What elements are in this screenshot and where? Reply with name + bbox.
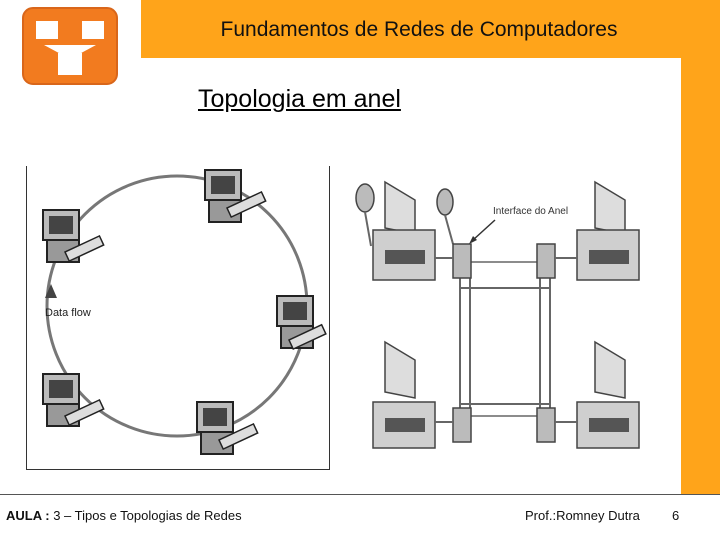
- logo-icon: [22, 7, 118, 85]
- ring-diagram: Data flow: [26, 166, 330, 470]
- header-title: Fundamentos de Redes de Computadores: [220, 18, 618, 41]
- computer-icon: [204, 169, 267, 223]
- computer-icon: [372, 340, 436, 449]
- footer-course-value: 3 – Tipos e Topologias de Redes: [53, 508, 242, 523]
- footer-professor: Prof.:Romney Dutra: [525, 508, 640, 523]
- computer-icon: [576, 340, 640, 449]
- computer-icon: [42, 209, 105, 263]
- right-accent-strip: [681, 58, 720, 495]
- page-number: 6: [672, 508, 680, 523]
- ring-interface-icon: [536, 243, 577, 279]
- computer-icon: [576, 180, 640, 281]
- computer-icon: [42, 373, 105, 427]
- header-bar: [141, 0, 720, 58]
- ring-interface-diagram: Interface do Anel: [345, 170, 645, 470]
- terminator-icon: [355, 183, 454, 247]
- computer-icon: [196, 401, 259, 455]
- computer-icon: [372, 180, 436, 281]
- ring-interface-icon: [435, 243, 472, 279]
- data-flow-label: Data flow: [45, 307, 91, 319]
- interface-label: Interface do Anel: [493, 206, 568, 217]
- computer-icon: [276, 295, 327, 351]
- slide-title: Topologia em anel: [198, 85, 401, 113]
- ring-interface-icon: [435, 407, 472, 443]
- footer-course: AULA : 3 – Tipos e Topologias de Redes: [6, 508, 242, 523]
- footer-course-label: AULA :: [6, 508, 50, 523]
- ring-interface-icon: [536, 407, 577, 443]
- footer-divider: [0, 494, 720, 495]
